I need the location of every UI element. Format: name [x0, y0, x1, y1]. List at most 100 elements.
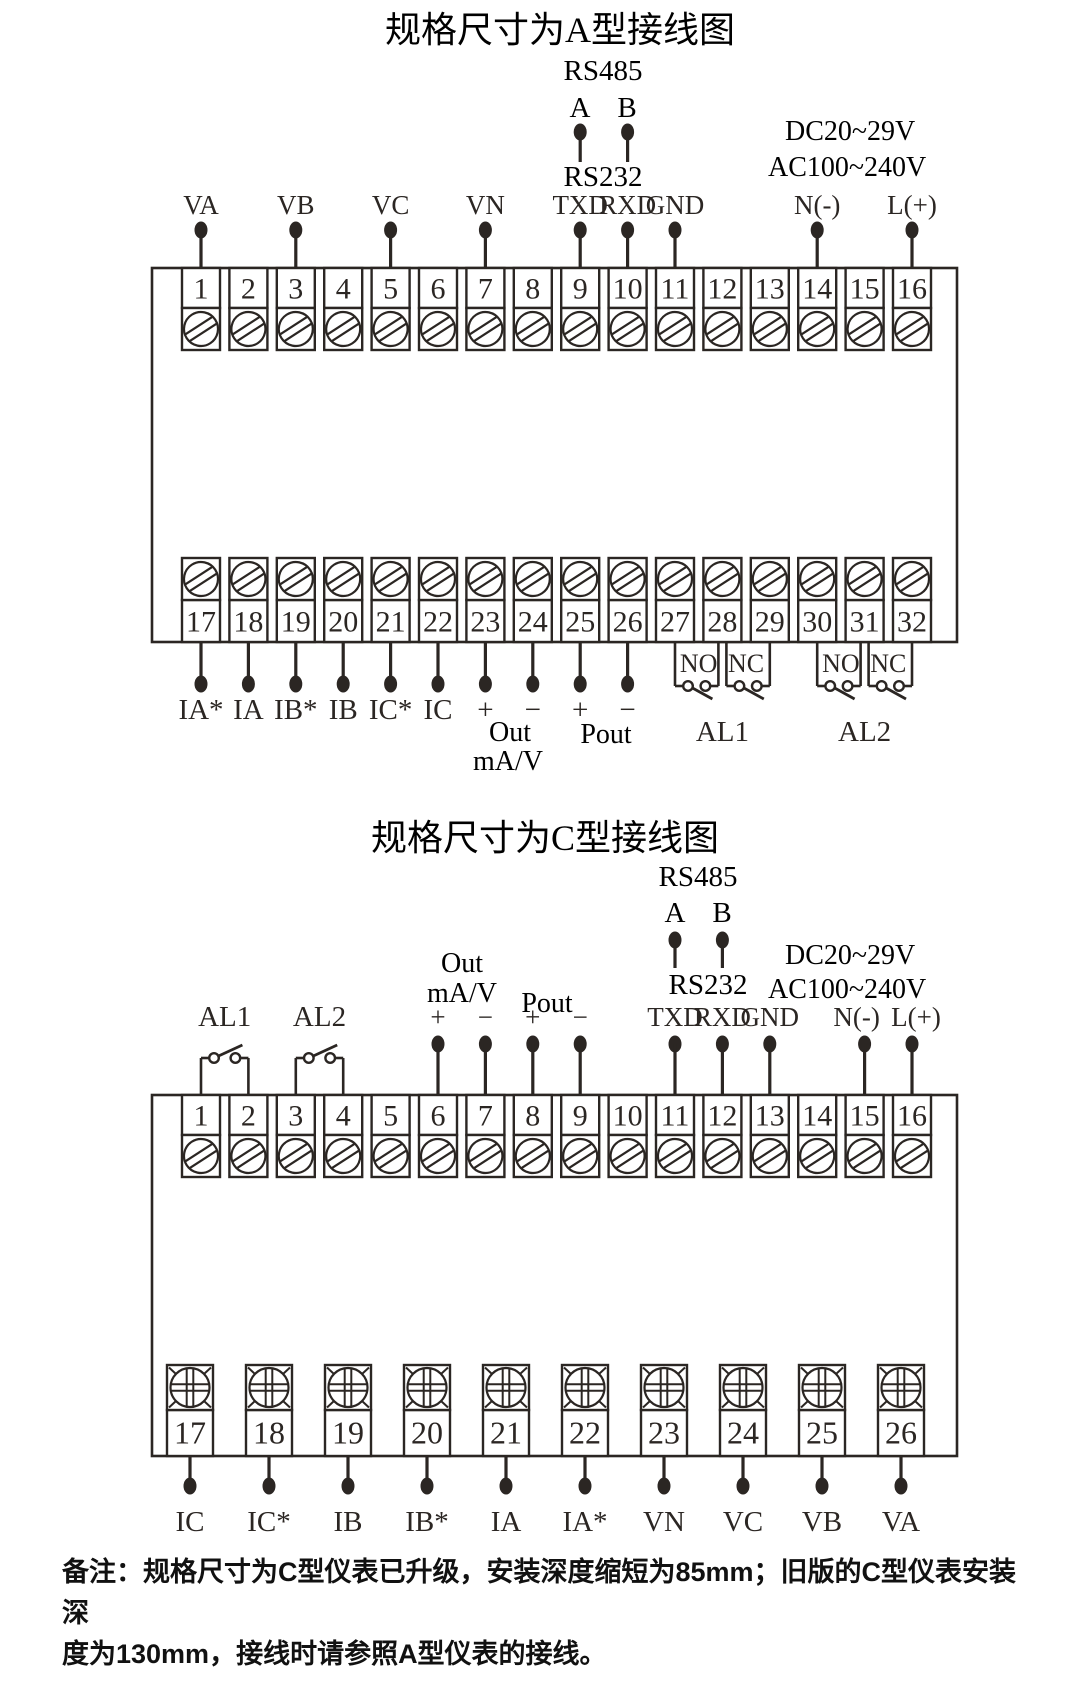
shape: [615, 572, 644, 592]
cross-screw-icon: [405, 1366, 449, 1409]
shape: [473, 572, 502, 592]
connection-dot: [336, 675, 350, 693]
cross-screw-icon: [800, 1366, 844, 1409]
shape: [900, 322, 929, 342]
shape: [282, 1366, 291, 1375]
shape: [598, 1366, 607, 1375]
shape: [361, 1400, 370, 1409]
terminal-number: 25: [565, 606, 595, 639]
relay-no-label: NO: [822, 649, 860, 678]
contact-lever: [691, 686, 714, 701]
power-ac-label: AC100~240V: [768, 152, 926, 183]
contact-point: [207, 1051, 220, 1064]
shape: [184, 566, 213, 586]
connection-dot: [894, 1477, 908, 1495]
terminal-number: 12: [707, 1100, 737, 1133]
slotted-screw-icon: [325, 1137, 362, 1175]
slotted-screw-icon: [893, 310, 931, 348]
terminal-number: 29: [755, 606, 785, 639]
shape: [484, 1366, 493, 1375]
connection-label: −: [478, 1002, 493, 1032]
terminal-number: 19: [281, 606, 311, 639]
rs485-label: RS485: [659, 861, 738, 893]
shape: [835, 1400, 844, 1409]
analog-out-unit-label: mA/V: [427, 978, 497, 1009]
slotted-screw-icon: [846, 1137, 883, 1175]
rs485-a-label: A: [665, 897, 686, 929]
shape: [440, 1400, 449, 1409]
terminal-number: 21: [490, 1415, 522, 1451]
shape: [520, 322, 549, 342]
slotted-screw-icon: [514, 1137, 551, 1175]
terminal-number: 13: [755, 1100, 785, 1133]
shape: [327, 316, 356, 336]
connection-dot: [526, 675, 540, 693]
terminal-number: 22: [569, 1415, 601, 1451]
connection-label: IB*: [405, 1506, 449, 1538]
terminal-number-cell: [512, 1093, 553, 1137]
terminal-number: 1: [194, 273, 209, 306]
shape: [893, 310, 931, 348]
slotted-screw-icon: [609, 310, 646, 348]
connection-dot: [241, 675, 255, 693]
terminal-number-cell: [844, 266, 885, 310]
shape: [706, 566, 735, 586]
shape: [751, 560, 788, 598]
rs232-label: RS232: [669, 969, 748, 1001]
terminal-number: 2: [241, 1100, 256, 1133]
terminal-number-cell: [370, 1093, 411, 1137]
terminal-number: 14: [802, 273, 832, 306]
shape: [421, 1143, 450, 1163]
terminal-number: 8: [525, 273, 540, 306]
shape: [378, 322, 407, 342]
connection-label: IC: [424, 694, 453, 726]
shape: [710, 322, 739, 342]
terminal-number: 6: [431, 273, 446, 306]
shape: [279, 566, 308, 586]
terminal-number: 15: [850, 273, 880, 306]
slotted-screw-icon: [467, 310, 504, 348]
connection-dot: [262, 1477, 276, 1495]
relay-no-label: NO: [680, 649, 718, 678]
contact-lever: [743, 686, 765, 701]
shape: [279, 1143, 308, 1163]
shape: [519, 1366, 528, 1375]
shape: [374, 566, 403, 586]
contact-point: [824, 680, 837, 693]
terminal-number: 12: [707, 273, 737, 306]
shape: [879, 1400, 888, 1409]
slotted-screw-icon: [751, 1137, 788, 1175]
connection-label: +: [477, 694, 493, 726]
slotted-screw-icon: [467, 560, 504, 598]
contact-lever: [312, 1043, 338, 1058]
shape: [514, 1137, 551, 1175]
connection-dot: [815, 1477, 829, 1495]
terminal-number: 6: [431, 1100, 446, 1133]
shape: [656, 560, 694, 598]
shape: [609, 560, 646, 598]
shape: [914, 1366, 923, 1375]
shape: [473, 1149, 502, 1169]
shape: [325, 560, 362, 598]
power-dc-label: DC20~29V: [785, 116, 915, 147]
diagram-c: 规格尺寸为C型接线图 RS485 A B RS232 DC20~29V AC10…: [150, 818, 959, 1538]
shape: [374, 316, 403, 336]
contact-point: [893, 680, 906, 693]
slotted-screw-icon: [609, 1137, 646, 1175]
shape: [467, 310, 504, 348]
rs232-label: RS232: [564, 161, 643, 193]
shape: [168, 1400, 177, 1409]
terminal-number-cell: [323, 1093, 364, 1137]
slotted-screw-icon: [182, 1137, 220, 1175]
shape: [757, 1149, 786, 1169]
connection-label: +: [525, 1002, 540, 1032]
shape: [326, 1400, 335, 1409]
shape: [805, 322, 834, 342]
terminal-number: 17: [186, 606, 216, 639]
terminal-number: 11: [661, 1100, 690, 1133]
shape: [325, 310, 362, 348]
shape: [564, 1366, 606, 1409]
terminal-number: 3: [288, 273, 303, 306]
diagram-a: 规格尺寸为A型接线图 RS485 A B RS232 DC20~29V AC10…: [150, 10, 959, 777]
alarm-AL2: AL2: [293, 1001, 346, 1095]
